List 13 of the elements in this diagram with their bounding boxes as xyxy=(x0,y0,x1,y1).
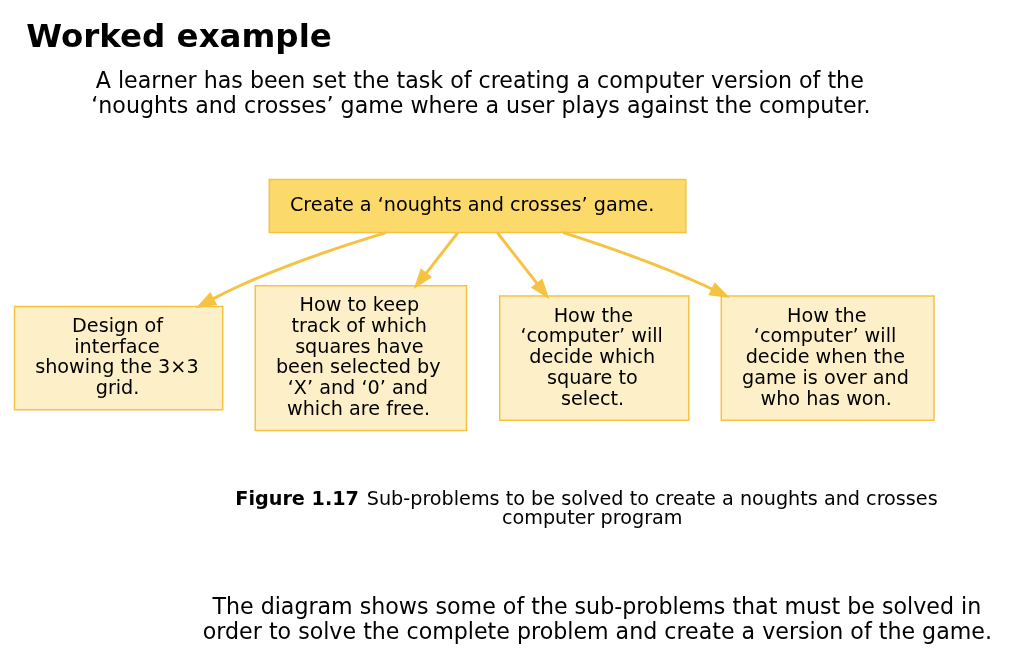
node-box: Design of interface showing the 3×3 grid. xyxy=(13,305,224,411)
node-box: How to keep track of which squares have been selected by ‘X’ and ‘0’ and which are free. xyxy=(254,284,468,431)
node-box: Create a ‘noughts and crosses’ game. xyxy=(268,178,687,233)
label: The diagram shows some of the sub-problems that must be solved in order to solve the complete problem and create a version of the game. xyxy=(202,592,992,644)
arrow xyxy=(496,231,550,299)
node-box: How the ‘computer’ will decide when the game is over and who has won. xyxy=(720,294,935,421)
arrow xyxy=(562,230,731,298)
arrow xyxy=(413,231,459,289)
label: A learner has been set the task of creating a computer version of the ‘noughts and crosses’ game where a user plays against the computer. xyxy=(91,66,871,118)
node-box: How the ‘computer’ will decide which square to select. xyxy=(499,294,690,421)
diagram-title: Worked example xyxy=(26,16,332,55)
caption: Figure 1.17 Sub-problems to be solved to create a noughts and crosses computer program xyxy=(235,486,938,529)
arrow xyxy=(195,230,387,308)
